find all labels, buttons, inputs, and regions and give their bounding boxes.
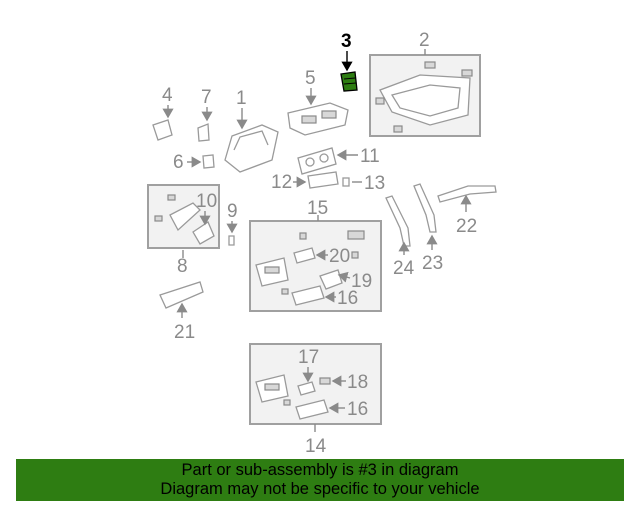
bracket-part-4[interactable] xyxy=(152,119,173,141)
callout-4: 4 xyxy=(162,85,173,106)
lower-trim-part-21[interactable] xyxy=(159,281,204,309)
callout-5: 5 xyxy=(305,68,316,89)
banner-line-2: Diagram may not be specific to your vehi… xyxy=(160,480,480,498)
callout-16-upper: 16 xyxy=(337,288,358,309)
callout-11: 11 xyxy=(360,146,380,167)
callout-24: 24 xyxy=(393,258,415,279)
glove-box-part[interactable] xyxy=(375,61,473,133)
callout-20: 20 xyxy=(329,246,350,267)
lower-console-assembly[interactable] xyxy=(255,374,331,420)
pillar-trim-part-22[interactable] xyxy=(437,185,497,203)
pillar-trim-part-24[interactable] xyxy=(385,195,411,247)
callout-19: 19 xyxy=(351,271,372,292)
callout-21: 21 xyxy=(174,322,195,343)
callout-8: 8 xyxy=(177,256,188,277)
callout-2: 2 xyxy=(419,30,430,51)
banner-line-1: Part or sub-assembly is #3 in diagram xyxy=(181,461,459,479)
pillar-trim-part-23[interactable] xyxy=(413,183,437,233)
callout-18: 18 xyxy=(347,372,368,393)
callout-9: 9 xyxy=(227,201,238,222)
clip-part-9[interactable] xyxy=(228,235,235,246)
climate-panel-part[interactable] xyxy=(297,147,337,175)
callout-6: 6 xyxy=(173,152,184,173)
callout-15: 15 xyxy=(307,198,328,219)
callout-16-lower: 16 xyxy=(347,399,368,420)
clip-part-7[interactable] xyxy=(197,123,210,142)
upper-panel-part[interactable] xyxy=(287,102,349,136)
callout-1: 1 xyxy=(236,88,247,109)
part-3-highlighted-vent[interactable] xyxy=(340,71,358,92)
switch-panel-part[interactable] xyxy=(307,171,339,189)
bracket-assembly-part[interactable] xyxy=(154,194,215,245)
callout-23: 23 xyxy=(422,253,443,274)
callout-22: 22 xyxy=(456,216,477,237)
callout-14: 14 xyxy=(305,436,327,457)
callout-3: 3 xyxy=(341,31,352,52)
callout-10: 10 xyxy=(196,191,217,212)
info-banner: Part or sub-assembly is #3 in diagram Di… xyxy=(16,459,624,501)
cluster-hood-part[interactable] xyxy=(224,124,279,173)
center-console-assembly[interactable] xyxy=(255,230,365,306)
callout-13: 13 xyxy=(364,173,385,194)
clip-part-6[interactable] xyxy=(202,154,215,169)
callout-12: 12 xyxy=(271,172,292,193)
callout-17: 17 xyxy=(298,347,319,368)
callout-7: 7 xyxy=(201,87,212,108)
switch-part-13[interactable] xyxy=(342,177,350,187)
